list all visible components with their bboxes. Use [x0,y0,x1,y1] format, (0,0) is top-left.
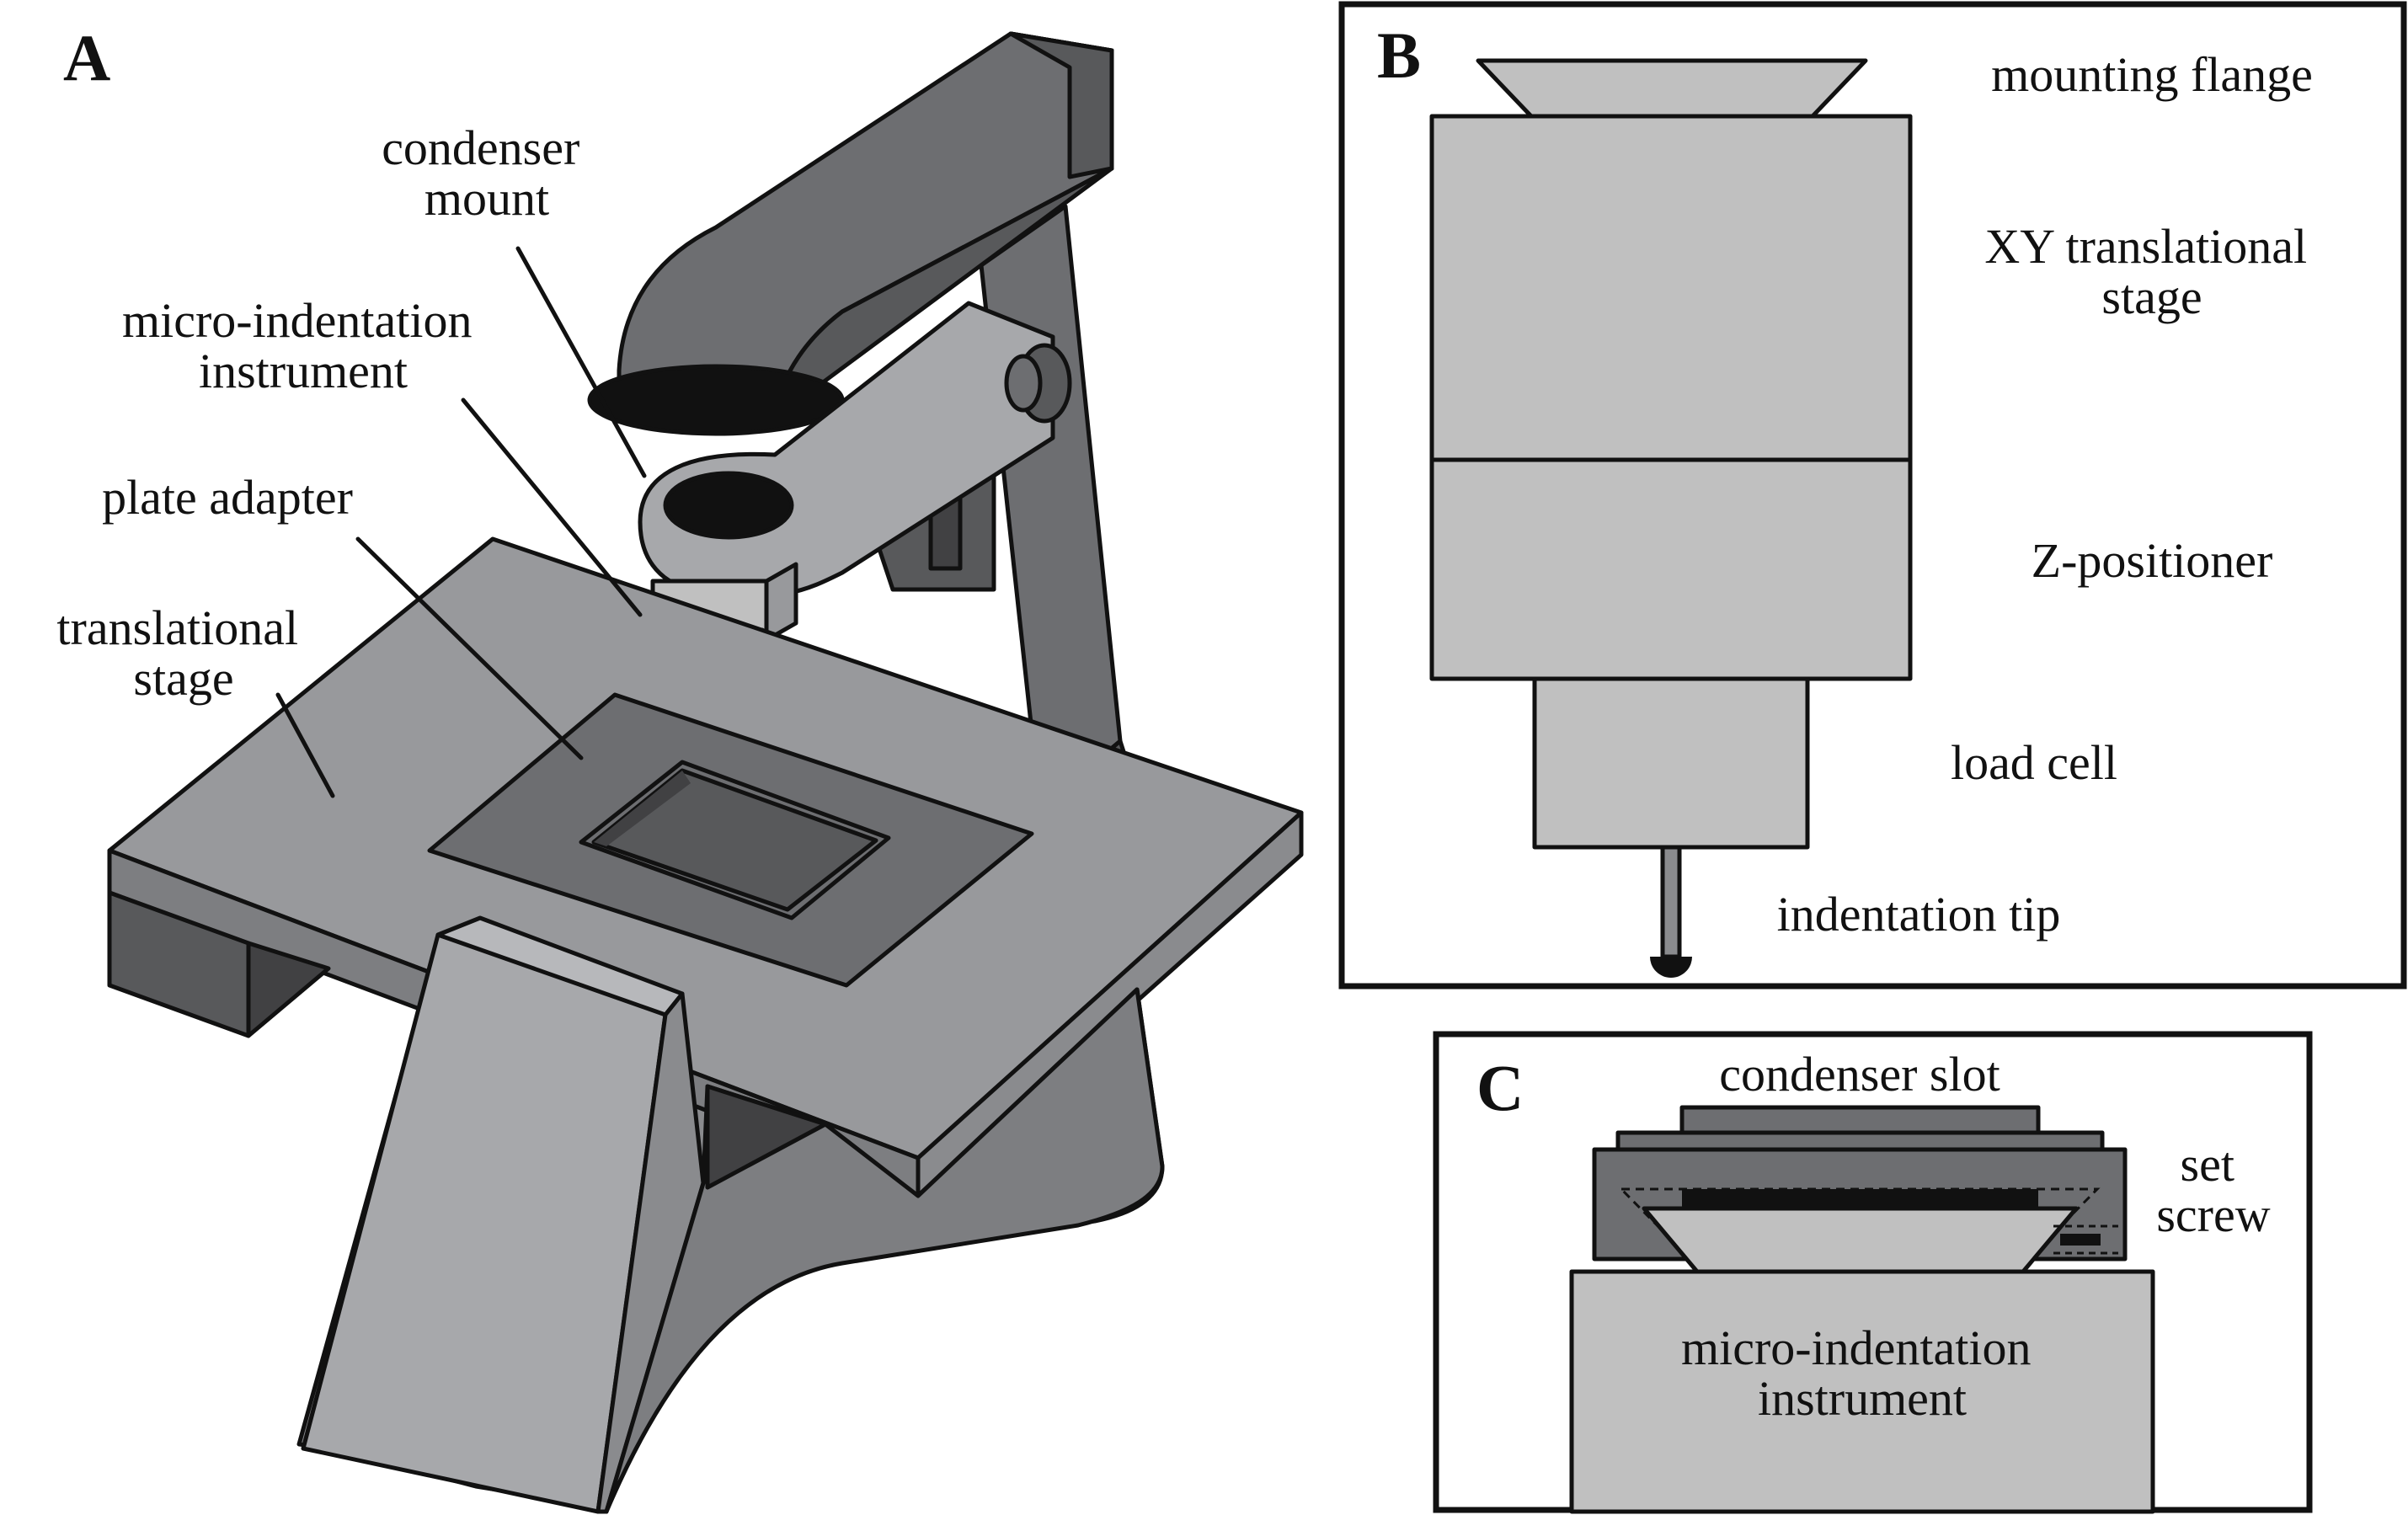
label-xy-translational-stage: XY translational stage [1984,219,2319,324]
plate-well-shadow [594,771,691,846]
plate-well-inner [591,768,878,912]
micro-indentation-instrument-block [1569,1269,2155,1514]
condenser-slot-top [1679,1105,2041,1135]
label-condenser-slot: condenser slot [1719,1047,2000,1102]
leader-translational-stage [275,692,335,798]
panel-c-letter: C [1476,1051,1524,1124]
leader-condenser-mount [515,246,647,478]
label-condenser-mount: condenser mount [382,120,592,226]
label-z-positioner: Z-positioner [2032,533,2273,588]
panel-b: B mounting flange XY translational stage… [1338,1,2407,990]
panel-a: A [56,21,1304,1514]
indenter-body-side [764,562,798,643]
mounting-flange-c [1642,1206,2079,1274]
mounting-flange [1476,58,1868,119]
stage-support-left-side [246,941,331,1038]
set-screw-icon [2060,1234,2101,1246]
condenser-opening [587,364,845,436]
base-dark-notch [705,1084,828,1190]
label-micro-indentation-instrument-a: micro-indentation instrument [122,293,484,398]
slot-top-bar [1682,1189,2038,1208]
indentation-tip [1650,957,1692,978]
label-mounting-flange: mounting flange [1991,47,2313,102]
leader-instrument [461,397,643,617]
label-load-cell: load cell [1951,735,2117,790]
xy-translational-stage [1429,114,1913,462]
indentation-tip-shaft [1660,845,1682,959]
label-set-screw: set screw [2156,1137,2270,1242]
leader-plate-adapter [355,536,584,760]
label-indentation-tip: indentation tip [1777,887,2061,942]
z-positioner [1429,457,1913,681]
condenser-slot-plate [1615,1130,2105,1152]
load-cell [1532,676,1810,850]
condenser-mount-hole [663,471,794,540]
panel-b-letter: B [1377,19,1421,92]
focus-knob-cap [1004,354,1043,413]
panel-c: C condenser slot set screw micro-indenta… [1433,1031,2313,1514]
translational-stage-side [916,810,1304,1198]
panel-a-letter: A [63,21,110,94]
label-plate-adapter: plate adapter [102,470,353,525]
microscope-top-arm-end [1008,31,1114,179]
label-micro-indentation-instrument-c: micro-indentation instrument [1681,1320,2043,1426]
label-translational-stage: translational stage [56,600,310,706]
